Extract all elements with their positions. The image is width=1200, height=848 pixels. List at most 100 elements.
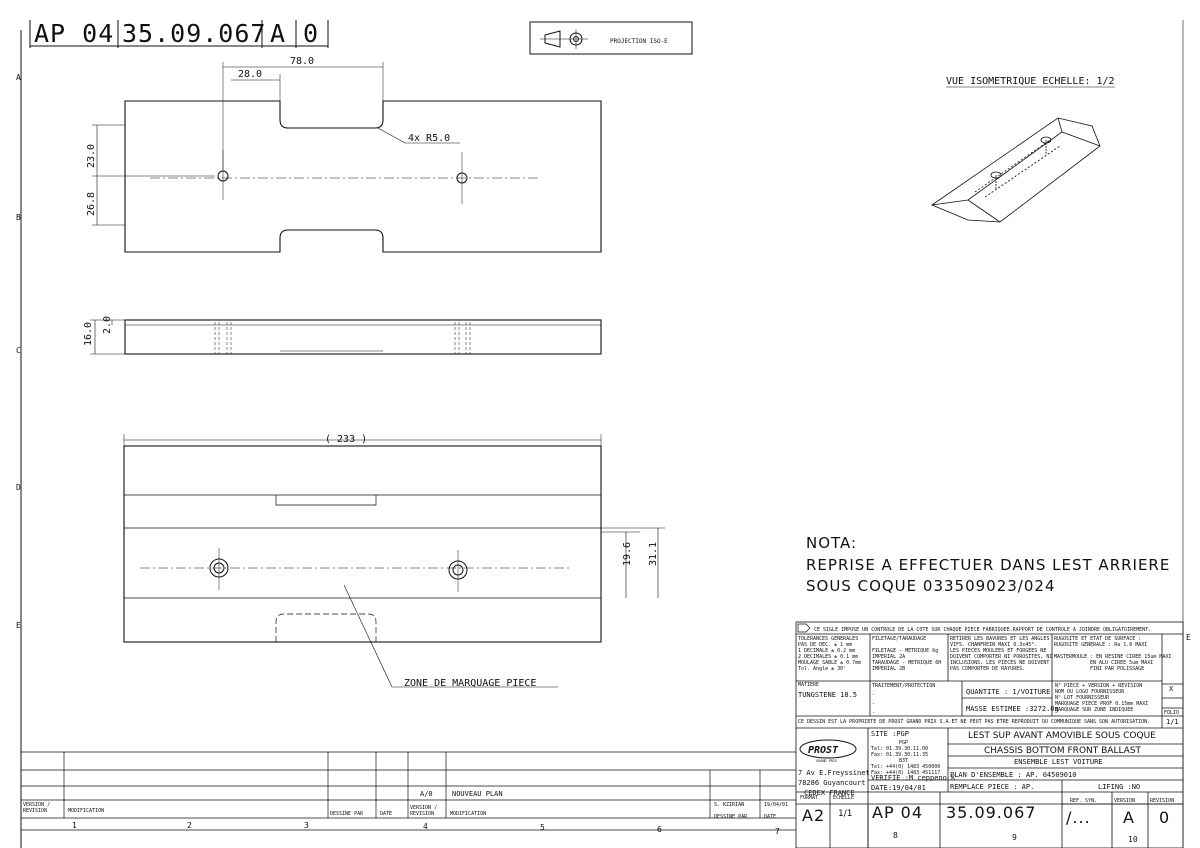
tolerance-row: 1 DECIMALE ± 0.2 mm	[798, 648, 856, 654]
border-letter-d: D	[16, 483, 21, 492]
pgp-row: PGP	[899, 740, 909, 746]
logo-sub: GRAND PRIX	[816, 759, 838, 763]
threading-row: TARAUDAGE - METRIQUE 6H	[872, 660, 942, 666]
marking-zone-label: ZONE DE MARQUAGE PIECE	[404, 678, 536, 689]
revision-value: 0	[1159, 808, 1171, 827]
border-number-9: 9	[1012, 833, 1017, 842]
masterbox-row: FINI PAR POLISSAGE	[1090, 666, 1145, 672]
burrs-block: RETIRER LES BAVURES ET LES ANGLES VIFS. …	[950, 636, 1052, 672]
title-block	[795, 621, 1184, 848]
tolerances-block: TOLERANCES GENERALES PAS DE DEC. ± 1 mm …	[798, 636, 861, 672]
border-letter-e-right: E	[1186, 633, 1191, 642]
pgp-block: PGP Tel: 01.39.30.11.00 Fax: 01.39.30.11…	[871, 740, 940, 776]
threading-row: IMPERIAL 2A	[872, 654, 906, 660]
prost-logo: PROST GRAND PRIX	[799, 739, 857, 763]
tolerance-row: Tol. Angle ± 30'	[798, 666, 847, 672]
title-fr: LEST SUP AVANT AMOVIBLE SOUS COQUE	[968, 731, 1156, 741]
projection-label: PROJECTION ISO-E	[610, 38, 668, 45]
masterbox-row: EN ALU CIREE 5um MAXI	[1090, 660, 1154, 666]
dim-2: 2.0	[102, 316, 113, 334]
roughness-value: RUGOSITE GENERALE : Ra 1.6 MAXI	[1054, 642, 1148, 648]
roughness-block: RUGOSITE ET ETAT DE SURFACE : RUGOSITE G…	[1054, 636, 1171, 672]
border-number-2: 2	[187, 821, 192, 830]
masse: MASSE ESTIMEE :3272.0g	[966, 705, 1059, 713]
piece-marking-row: N° LOT FOURNISSEUR	[1055, 695, 1110, 701]
pgp-row: B3T	[899, 758, 909, 764]
verifie: VERIFIE :M ceppeno K	[871, 774, 956, 782]
folio-value: 1/1	[1166, 718, 1179, 726]
side-view-outline	[124, 319, 602, 355]
border-number-10: 10	[1128, 835, 1138, 844]
rev-label-date: DATE	[380, 811, 393, 817]
address-row: 7 Av E.Freyssinet	[798, 769, 870, 777]
top-view-outline	[124, 100, 602, 253]
rev-row-version: A/0	[420, 790, 433, 798]
rev-row-modification: NOUVEAU PLAN	[452, 790, 503, 798]
burrs-row: LES PIECES MOULEES ET FORGEES NE	[950, 648, 1047, 654]
ref-number-footer: 35.09.067	[946, 803, 1037, 822]
border-number-3: 3	[304, 821, 309, 830]
border-letter-c: C	[16, 346, 21, 355]
traitement-block: TRAITEMENT/PROTECTION - - -	[872, 683, 935, 716]
dim-23: 23.0	[86, 144, 97, 168]
version-value: A	[1123, 808, 1135, 827]
burrs-row: PAS COMPORTER DE RAYURES.	[950, 666, 1026, 672]
echelle-label: ECHELLE	[833, 795, 855, 801]
ref-prefix: AP 04	[34, 19, 114, 48]
rev-label-dessine-2: DESSINE PAR	[714, 814, 748, 820]
ref-prefix-footer: AP 04	[872, 803, 924, 822]
rev-label-dessine: DESSINE PAR	[330, 811, 364, 817]
ownership-note: CE DESSIN EST LA PROPRIETE DE PROST GRAN…	[798, 719, 1151, 725]
rev-row-date: 19/04/01	[764, 802, 789, 808]
quantite: QUANTITE : 1/VOITURE	[966, 688, 1051, 696]
title-en: CHASSIS BOTTOM FRONT BALLAST	[984, 746, 1142, 756]
dim-radius: 4x R5.0	[408, 133, 450, 144]
ref-version: A	[270, 19, 286, 48]
dim-233: ( 233 )	[325, 434, 367, 445]
threading-row: FILETAGE - METRIQUE 6g	[872, 648, 939, 654]
border-letter-b: B	[16, 213, 21, 222]
rev-label-version-2: VERSION / REVISION	[410, 805, 438, 817]
date: DATE:19/04/01	[871, 784, 926, 792]
traitement-line: -	[872, 692, 876, 698]
tolerance-row: MOULAGE SABLE ± 0.7mm	[798, 660, 862, 666]
burrs-row: INCLUSIONS. LES PIECES NE DOIVENT	[950, 660, 1050, 666]
traitement-line: -	[872, 710, 876, 716]
isometric-view	[931, 117, 1101, 223]
piece-marking-row: NOM OU LOGO FOURNISSEUR	[1055, 689, 1125, 695]
address-row: 78286 Guyancourt	[798, 779, 866, 787]
dim-28: 28.0	[238, 69, 262, 80]
iso-view-title: VUE ISOMETRIQUE ECHELLE: 1/2	[946, 76, 1115, 87]
pgp-row: Fax: +44(0) 1483 451117	[871, 770, 941, 776]
traitement-label: TRAITEMENT/PROTECTION	[872, 683, 936, 689]
burrs-row: VIFS. CHANFREIN MAXI 0.3x45°.	[950, 642, 1038, 648]
rev-row-dessine: S. KZIRIAN	[714, 802, 745, 808]
dim-19: 19.6	[622, 542, 633, 566]
piece-marking-row: MARQUAGE SUR ZONE INDIQUEE	[1055, 707, 1134, 713]
revision-label: REVISION	[1150, 798, 1175, 804]
border-number-6: 6	[657, 825, 662, 834]
nota-line-2: SOUS COQUE 033509023/024	[806, 577, 1056, 595]
bottom-view-outline	[123, 445, 602, 643]
rev-label-modification-2: MODIFICATION	[450, 811, 487, 817]
traitement-line: -	[872, 701, 876, 707]
revision-table	[21, 751, 796, 831]
threading-row: IMPERIAL 2B	[872, 666, 906, 672]
lifing: LIFING :NO	[1098, 783, 1141, 791]
border-number-7: 7	[775, 827, 780, 836]
site: SITE :PGP	[871, 730, 909, 738]
piece-marking-row: N° PIECE + VERSION + REVISION	[1055, 683, 1143, 689]
dim-16: 16.0	[83, 322, 94, 346]
dim-78: 78.0	[290, 56, 314, 67]
piece-mark-x: X	[1169, 685, 1174, 693]
dim-26: 26.8	[86, 192, 97, 216]
pgp-row: Tel: 01.39.30.11.00	[871, 746, 929, 752]
remplace: REMPLACE PIECE : AP.	[950, 783, 1035, 791]
pgp-row: Fax: 01.39.30.11.35	[871, 752, 929, 758]
ref-revision: 0	[303, 19, 319, 48]
format-label: FORMAT	[800, 795, 819, 801]
tolerance-row: 2 DECIMALES ± 0.1 mm	[798, 654, 859, 660]
ref-number: 35.09.067	[122, 19, 266, 48]
piece-marking-row: MARQUAGE PIECE PROF 0.15mm MAXI	[1055, 701, 1149, 707]
rev-label-version: VERSION / REVISION	[23, 802, 51, 814]
